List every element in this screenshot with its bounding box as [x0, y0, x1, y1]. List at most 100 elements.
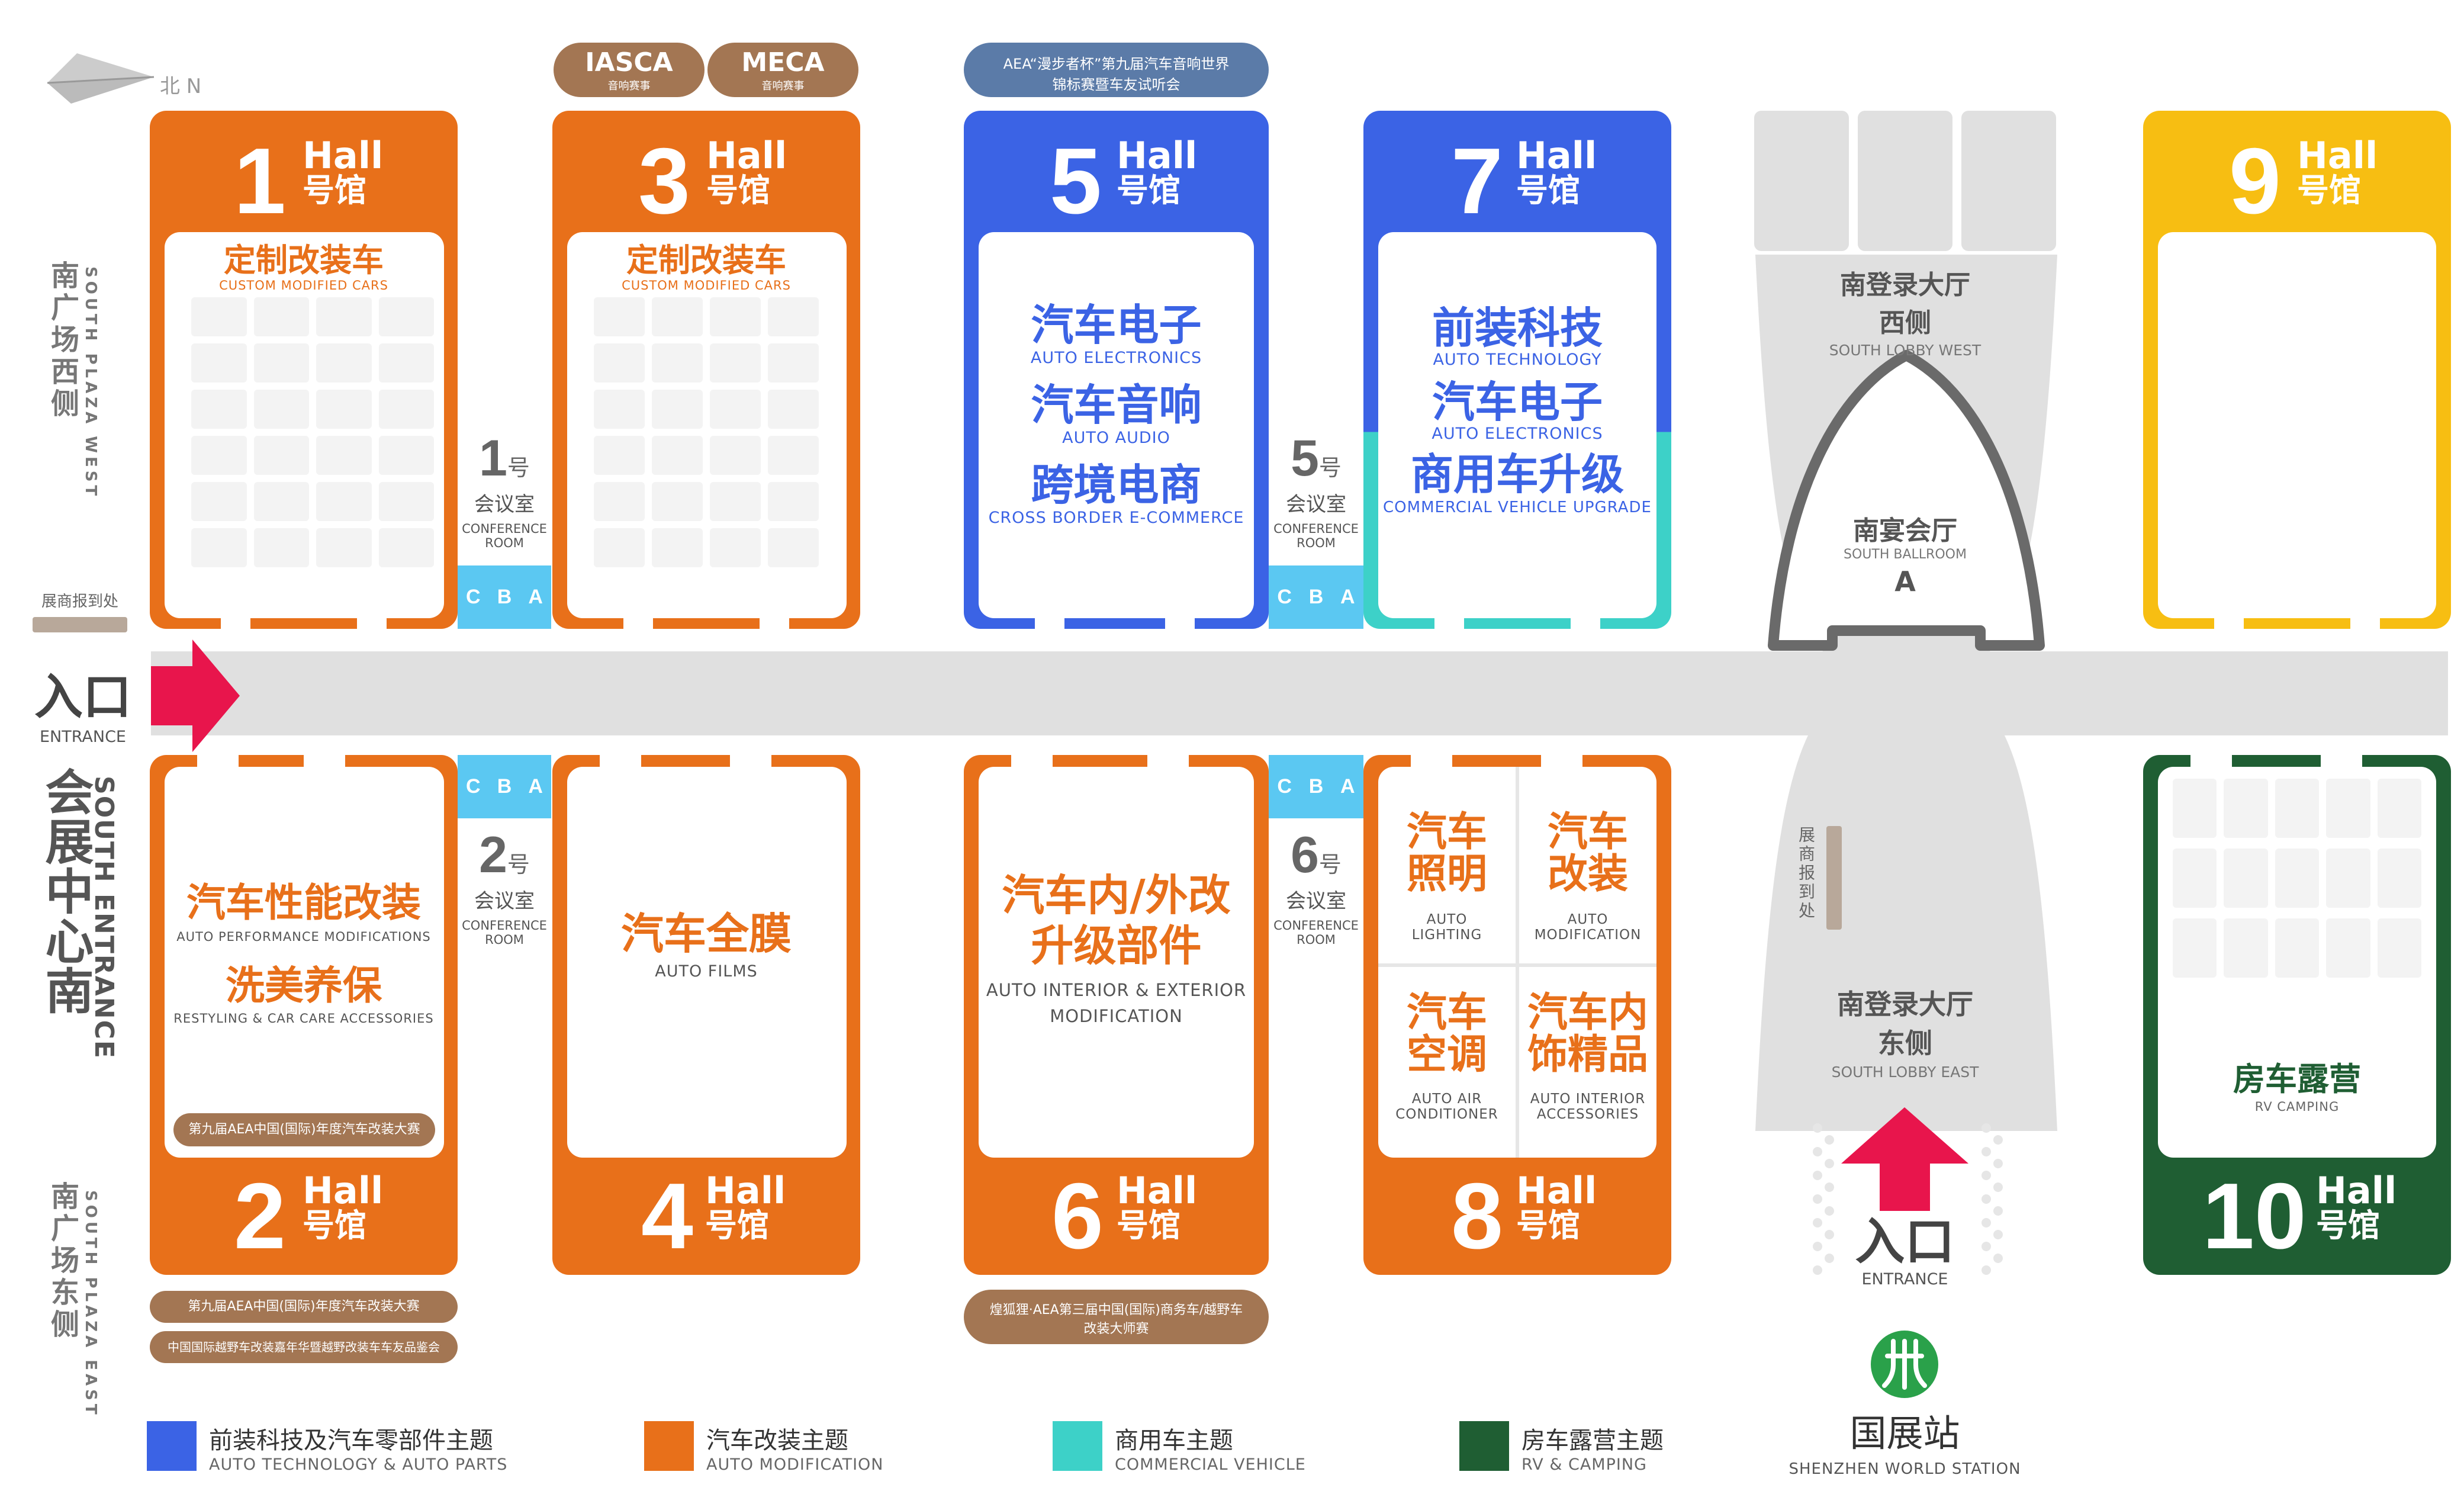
exhibitor-logo[interactable] [2173, 849, 2217, 908]
exhibitor-logo[interactable] [710, 482, 761, 521]
conference-room-5[interactable]: 5号 会议室 CONFERENCE ROOM [1269, 429, 1363, 550]
iasca-event-badge[interactable]: IASCA 音响赛事 [554, 43, 705, 97]
hall-8[interactable]: 汽车 照明 AUTO LIGHTING 汽车 改装 AUTO MODIFICAT… [1363, 755, 1671, 1275]
business-car-event-badge[interactable]: 煌狐狸·AEA第三届中国(国际)商务车/越野车 改装大师赛 [964, 1290, 1269, 1344]
hall-4[interactable]: 汽车全膜 AUTO FILMS 4 Hall 号馆 [552, 755, 860, 1275]
section-a[interactable]: A [1340, 586, 1355, 608]
exhibitor-logo[interactable] [594, 528, 645, 567]
exhibitor-logo[interactable] [2224, 779, 2268, 838]
exhibitor-logo[interactable] [2275, 779, 2320, 838]
conference-room-1[interactable]: 1号 会议室 CONFERENCE ROOM [458, 429, 551, 550]
exhibitor-logo[interactable] [594, 297, 645, 336]
exhibitor-logo[interactable] [768, 343, 819, 383]
exhibitor-logo[interactable] [710, 528, 761, 567]
entrance-west[interactable]: 入口 ENTRANCE [30, 657, 136, 746]
exhibitor-logo[interactable] [652, 297, 703, 336]
exhibitor-logo[interactable] [191, 436, 247, 475]
exhibitor-logo[interactable] [652, 436, 703, 475]
exhibitor-logo[interactable] [652, 482, 703, 521]
exhibitor-logo[interactable] [191, 528, 247, 567]
section-a[interactable]: A [1340, 775, 1355, 798]
exhibitor-logo[interactable] [378, 528, 434, 567]
section-a[interactable]: A [528, 775, 543, 798]
exhibitor-logo[interactable] [2173, 918, 2217, 978]
section-b[interactable]: B [497, 586, 512, 608]
exhibitor-logo[interactable] [2173, 779, 2217, 838]
exhibitor-logo[interactable] [191, 482, 247, 521]
exhibitor-logo[interactable] [710, 343, 761, 383]
exhibitor-logo[interactable] [2377, 918, 2421, 978]
metro-station[interactable]: 国展站 SHENZHEN WORLD STATION [1776, 1403, 2034, 1478]
section-c[interactable]: C [466, 586, 481, 608]
exhibitor-logo[interactable] [191, 297, 247, 336]
exhibitor-logo[interactable] [710, 390, 761, 429]
exhibitor-logo[interactable] [378, 390, 434, 429]
exhibitor-logo[interactable] [378, 343, 434, 383]
exhibitor-logo[interactable] [253, 343, 309, 383]
exhibitor-logo[interactable] [316, 343, 372, 383]
exhibitor-logo[interactable] [316, 528, 372, 567]
exhibitor-logo[interactable] [2275, 918, 2320, 978]
exhibitor-logo[interactable] [253, 528, 309, 567]
hall-1[interactable]: 1 Hall 号馆 定制改装车 CUSTOM MODIFIED CARS [150, 111, 458, 631]
section-b[interactable]: B [1308, 775, 1324, 798]
section-a[interactable]: A [528, 586, 543, 608]
conference-room-2[interactable]: 2号 会议室 CONFERENCE ROOM [458, 826, 551, 947]
meca-event-badge[interactable]: MECA 音响赛事 [707, 43, 858, 97]
hall-3[interactable]: 3 Hall 号馆 定制改装车 CUSTOM MODIFIED CARS [552, 111, 860, 631]
exhibitor-logo[interactable] [2326, 918, 2370, 978]
exhibitor-logo[interactable] [2326, 779, 2370, 838]
south-ballroom[interactable]: 南宴会厅 SOUTH BALLROOM A [1754, 509, 2056, 597]
hall-2-contest-badge[interactable]: 第九届AEA中国(国际)年度汽车改装大赛 [173, 1113, 435, 1146]
hall-9[interactable]: 9 Hall 号馆 [2143, 111, 2451, 631]
hall-10[interactable]: 房车露营 RV CAMPING 10 Hall 号馆 [2143, 755, 2451, 1275]
exhibitor-logo[interactable] [594, 436, 645, 475]
exhibitor-logo[interactable] [710, 297, 761, 336]
exhibitor-logo[interactable] [768, 528, 819, 567]
exhibitor-logo[interactable] [652, 390, 703, 429]
section-c[interactable]: C [1277, 775, 1292, 798]
exhibitor-logo[interactable] [253, 297, 309, 336]
exhibitor-logo[interactable] [2224, 849, 2268, 908]
exhibitor-logo[interactable] [594, 343, 645, 383]
exhibitor-logo[interactable] [253, 390, 309, 429]
exhibitor-logo[interactable] [2377, 779, 2421, 838]
offroad-event-badge[interactable]: 中国国际越野车改装嘉年华暨越野改装车车友品鉴会 [150, 1331, 458, 1363]
exhibitor-logo[interactable] [652, 528, 703, 567]
exhibitor-logo[interactable] [2275, 849, 2320, 908]
exhibitor-logo[interactable] [2326, 849, 2370, 908]
exhibitor-logo[interactable] [316, 482, 372, 521]
exhibitor-logo[interactable] [710, 436, 761, 475]
conference-room-6[interactable]: 6号 会议室 CONFERENCE ROOM [1269, 826, 1363, 947]
exhibitor-logo[interactable] [191, 390, 247, 429]
section-c[interactable]: C [466, 775, 481, 798]
exhibitor-logo[interactable] [253, 482, 309, 521]
exhibitor-logo[interactable] [2377, 849, 2421, 908]
aea-audio-event-badge[interactable]: AEA“漫步者杯”第九届汽车音响世界 锦标赛暨车友试听会 [964, 43, 1269, 97]
hall-2[interactable]: 汽车性能改装 AUTO PERFORMANCE MODIFICATIONS 洗美… [150, 755, 458, 1275]
exhibitor-logo[interactable] [316, 390, 372, 429]
exhibitor-logo[interactable] [594, 390, 645, 429]
section-b[interactable]: B [497, 775, 512, 798]
exhibitor-logo[interactable] [378, 436, 434, 475]
hall-7[interactable]: 7 Hall 号馆 前装科技 AUTO TECHNOLOGY 汽车电子 AUTO… [1363, 111, 1671, 631]
exhibitor-logo[interactable] [378, 482, 434, 521]
exhibitor-logo[interactable] [768, 436, 819, 475]
exhibitor-logo[interactable] [768, 297, 819, 336]
contest-badge-2[interactable]: 第九届AEA中国(国际)年度汽车改装大赛 [150, 1291, 458, 1323]
exhibitor-logo[interactable] [191, 343, 247, 383]
hall-5[interactable]: 5 Hall 号馆 汽车电子 AUTO ELECTRONICS 汽车音响 AUT… [964, 111, 1269, 631]
entrance-south[interactable]: 入口 ENTRANCE [1841, 1217, 1968, 1288]
exhibitor-logo[interactable] [2224, 918, 2268, 978]
exhibitor-logo[interactable] [316, 297, 372, 336]
section-c[interactable]: C [1277, 586, 1292, 608]
exhibitor-logo[interactable] [768, 482, 819, 521]
exhibitor-logo[interactable] [652, 343, 703, 383]
exhibitor-logo[interactable] [253, 436, 309, 475]
exhibitor-logo[interactable] [594, 482, 645, 521]
hall-6[interactable]: 汽车内/外改 升级部件 AUTO INTERIOR & EXTERIOR MOD… [964, 755, 1269, 1275]
section-b[interactable]: B [1308, 586, 1324, 608]
exhibitor-logo[interactable] [768, 390, 819, 429]
exhibitor-logo[interactable] [378, 297, 434, 336]
exhibitor-logo[interactable] [316, 436, 372, 475]
